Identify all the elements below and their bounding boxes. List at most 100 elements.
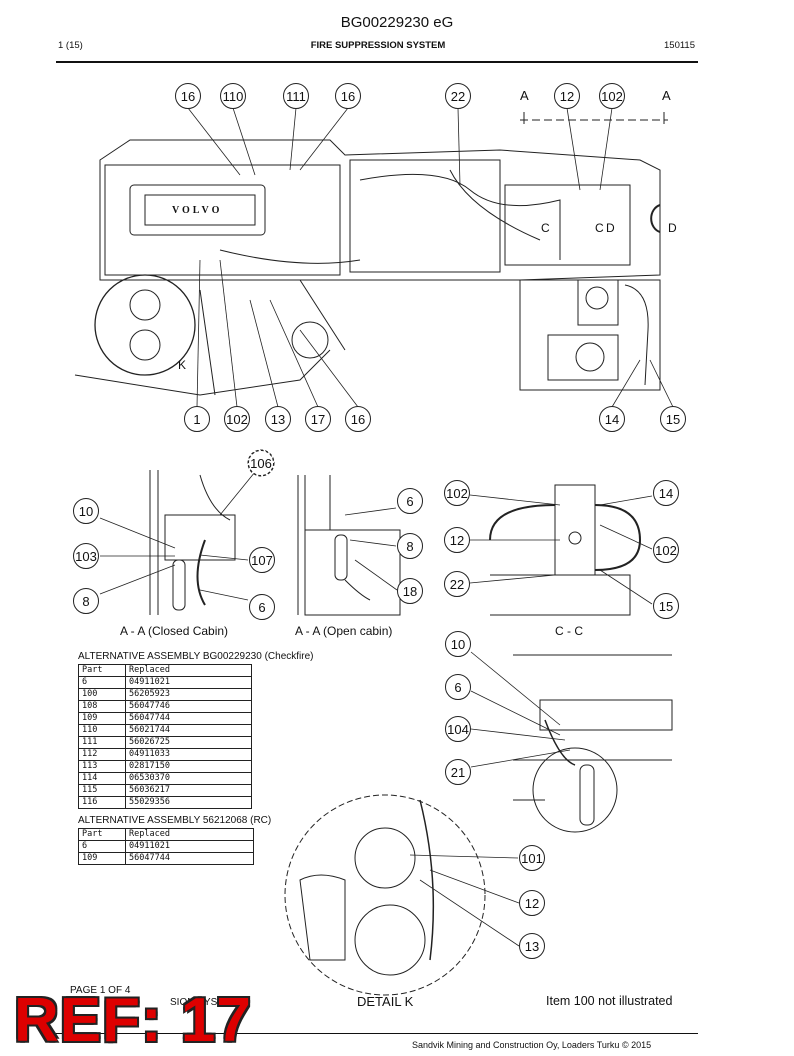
cc-hose-r [594,504,642,571]
callout-bubble: 16 [345,406,371,432]
callout-bubble: 13 [519,933,545,959]
table-cell: 109 [78,712,126,725]
cc-gauge [568,531,582,545]
lower-boom [74,349,331,396]
section-title: FIRE SUPPRESSION SYSTEM [310,40,446,51]
ref-stamp: REF: 17 [14,986,252,1055]
hose-down [199,289,216,396]
table-cell: 109 [78,852,126,865]
header-rule [56,61,698,63]
table-header-cell: Replaced [125,664,252,677]
cc-base [490,574,631,616]
footer-rule [56,1033,698,1034]
caption-section-cc: C - C [555,624,583,638]
table-cell: 55029356 [125,796,252,809]
system-label-partial: SION SYST [170,997,224,1008]
k-valve-block [299,874,346,961]
callout-bubble: 14 [653,480,679,506]
table-cell: 116 [78,796,126,809]
table-cell: 6 [78,676,126,689]
table2-title: ALTERNATIVE ASSEMBLY 56212068 (RC) [78,815,272,826]
document-id: BG00229230 eG [340,14,454,31]
engine-bay [104,164,341,276]
callout-bubble: 103 [73,543,99,569]
view-letter-c1: C [541,221,550,235]
hose-rear [624,284,649,386]
callout-bubble: 110 [220,83,246,109]
d-detail-circle [532,747,618,833]
cc-hose-l [489,504,556,541]
d-hose [544,719,576,766]
table-cell: 56036217 [125,784,252,797]
callout-bubble: 16 [175,83,201,109]
hose-mid [449,169,541,241]
detail-k-circle [94,274,196,376]
callout-bubble: 111 [283,83,309,109]
table-cell: 100 [78,688,126,701]
callout-bubble: 101 [519,845,545,871]
k-large-cyl-2 [354,904,426,976]
view-d-arc [650,204,661,233]
rear-box-lower [547,334,619,381]
table-cell: 56047744 [125,712,252,725]
hose-main [359,173,561,260]
section-mark-a-left: A [520,88,529,103]
view-letter-d1: D [606,221,615,235]
rear-cylinder [575,342,605,372]
table-cell: 56047744 [125,852,254,865]
callout-bubble: 15 [660,406,686,432]
table-cell: 04911021 [125,676,252,689]
callout-bubble: 22 [445,83,471,109]
table-cell: 111 [78,736,126,749]
hose-top-closed [199,474,231,521]
table-header-cell: Part [78,664,126,677]
pivot [291,321,329,359]
callout-bubble: 14 [599,406,625,432]
callout-bubble: 102 [224,406,250,432]
caption-closed-cabin: A - A (Closed Cabin) [120,624,229,638]
hose-open [344,579,371,601]
page-of: PAGE 1 OF 4 [70,985,131,996]
rear-box [577,279,619,326]
k-large-cyl-1 [354,827,416,889]
d-frame [513,654,672,801]
open-cabin-post [297,475,331,615]
callout-bubble: 6 [445,674,471,700]
table-cell: 04911033 [125,748,252,761]
k-hose [419,799,435,961]
table-cell: 113 [78,760,126,773]
table1-title: ALTERNATIVE ASSEMBLY BG00229230 (Checkfi… [78,651,314,662]
hose-engine [219,249,361,264]
callout-bubble: 6 [397,488,423,514]
engine-cover [144,194,256,226]
table-cell: 108 [78,700,126,713]
frame-outline [99,139,661,281]
extinguisher-closed [172,559,186,611]
table-header-cell: Replaced [125,828,254,841]
d-beam [539,699,673,731]
table-cell: 6 [78,840,126,853]
engine-block [129,184,266,236]
callout-bubble: 6 [249,594,275,620]
callout-bubble: 8 [397,533,423,559]
callout-bubble: 16 [335,83,361,109]
callout-bubble: 15 [653,593,679,619]
table-cell: 56021744 [125,724,252,737]
table-cell: 02817150 [125,760,252,773]
callout-bubble: 13 [265,406,291,432]
callout-bubble: 12 [554,83,580,109]
callout-bubble: 12 [519,890,545,916]
table-cell: 110 [78,724,126,737]
page-number: 1 (15) [58,40,83,51]
